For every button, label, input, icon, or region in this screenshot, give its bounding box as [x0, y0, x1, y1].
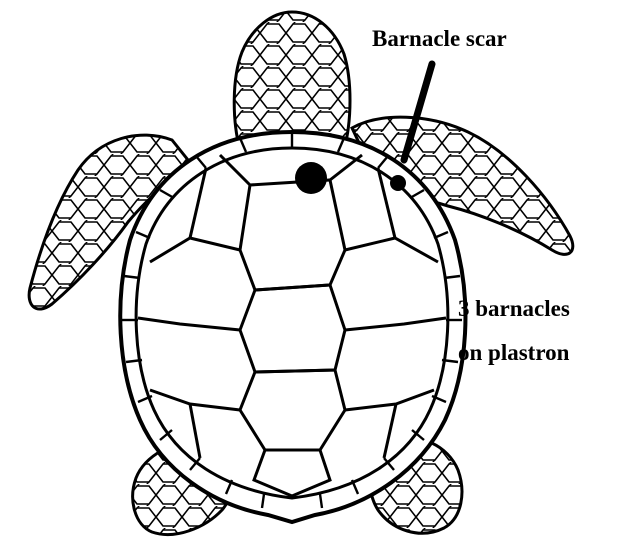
carapace [120, 132, 465, 522]
barnacle-dot-small [390, 175, 406, 191]
plastron-label-line1: 3 barnacles [458, 297, 570, 320]
plastron-label-line2: on plastron [458, 341, 569, 364]
barnacle-scar-dot [295, 162, 327, 194]
turtle-head [234, 12, 350, 150]
barnacle-scar-label: Barnacle scar [372, 27, 507, 50]
